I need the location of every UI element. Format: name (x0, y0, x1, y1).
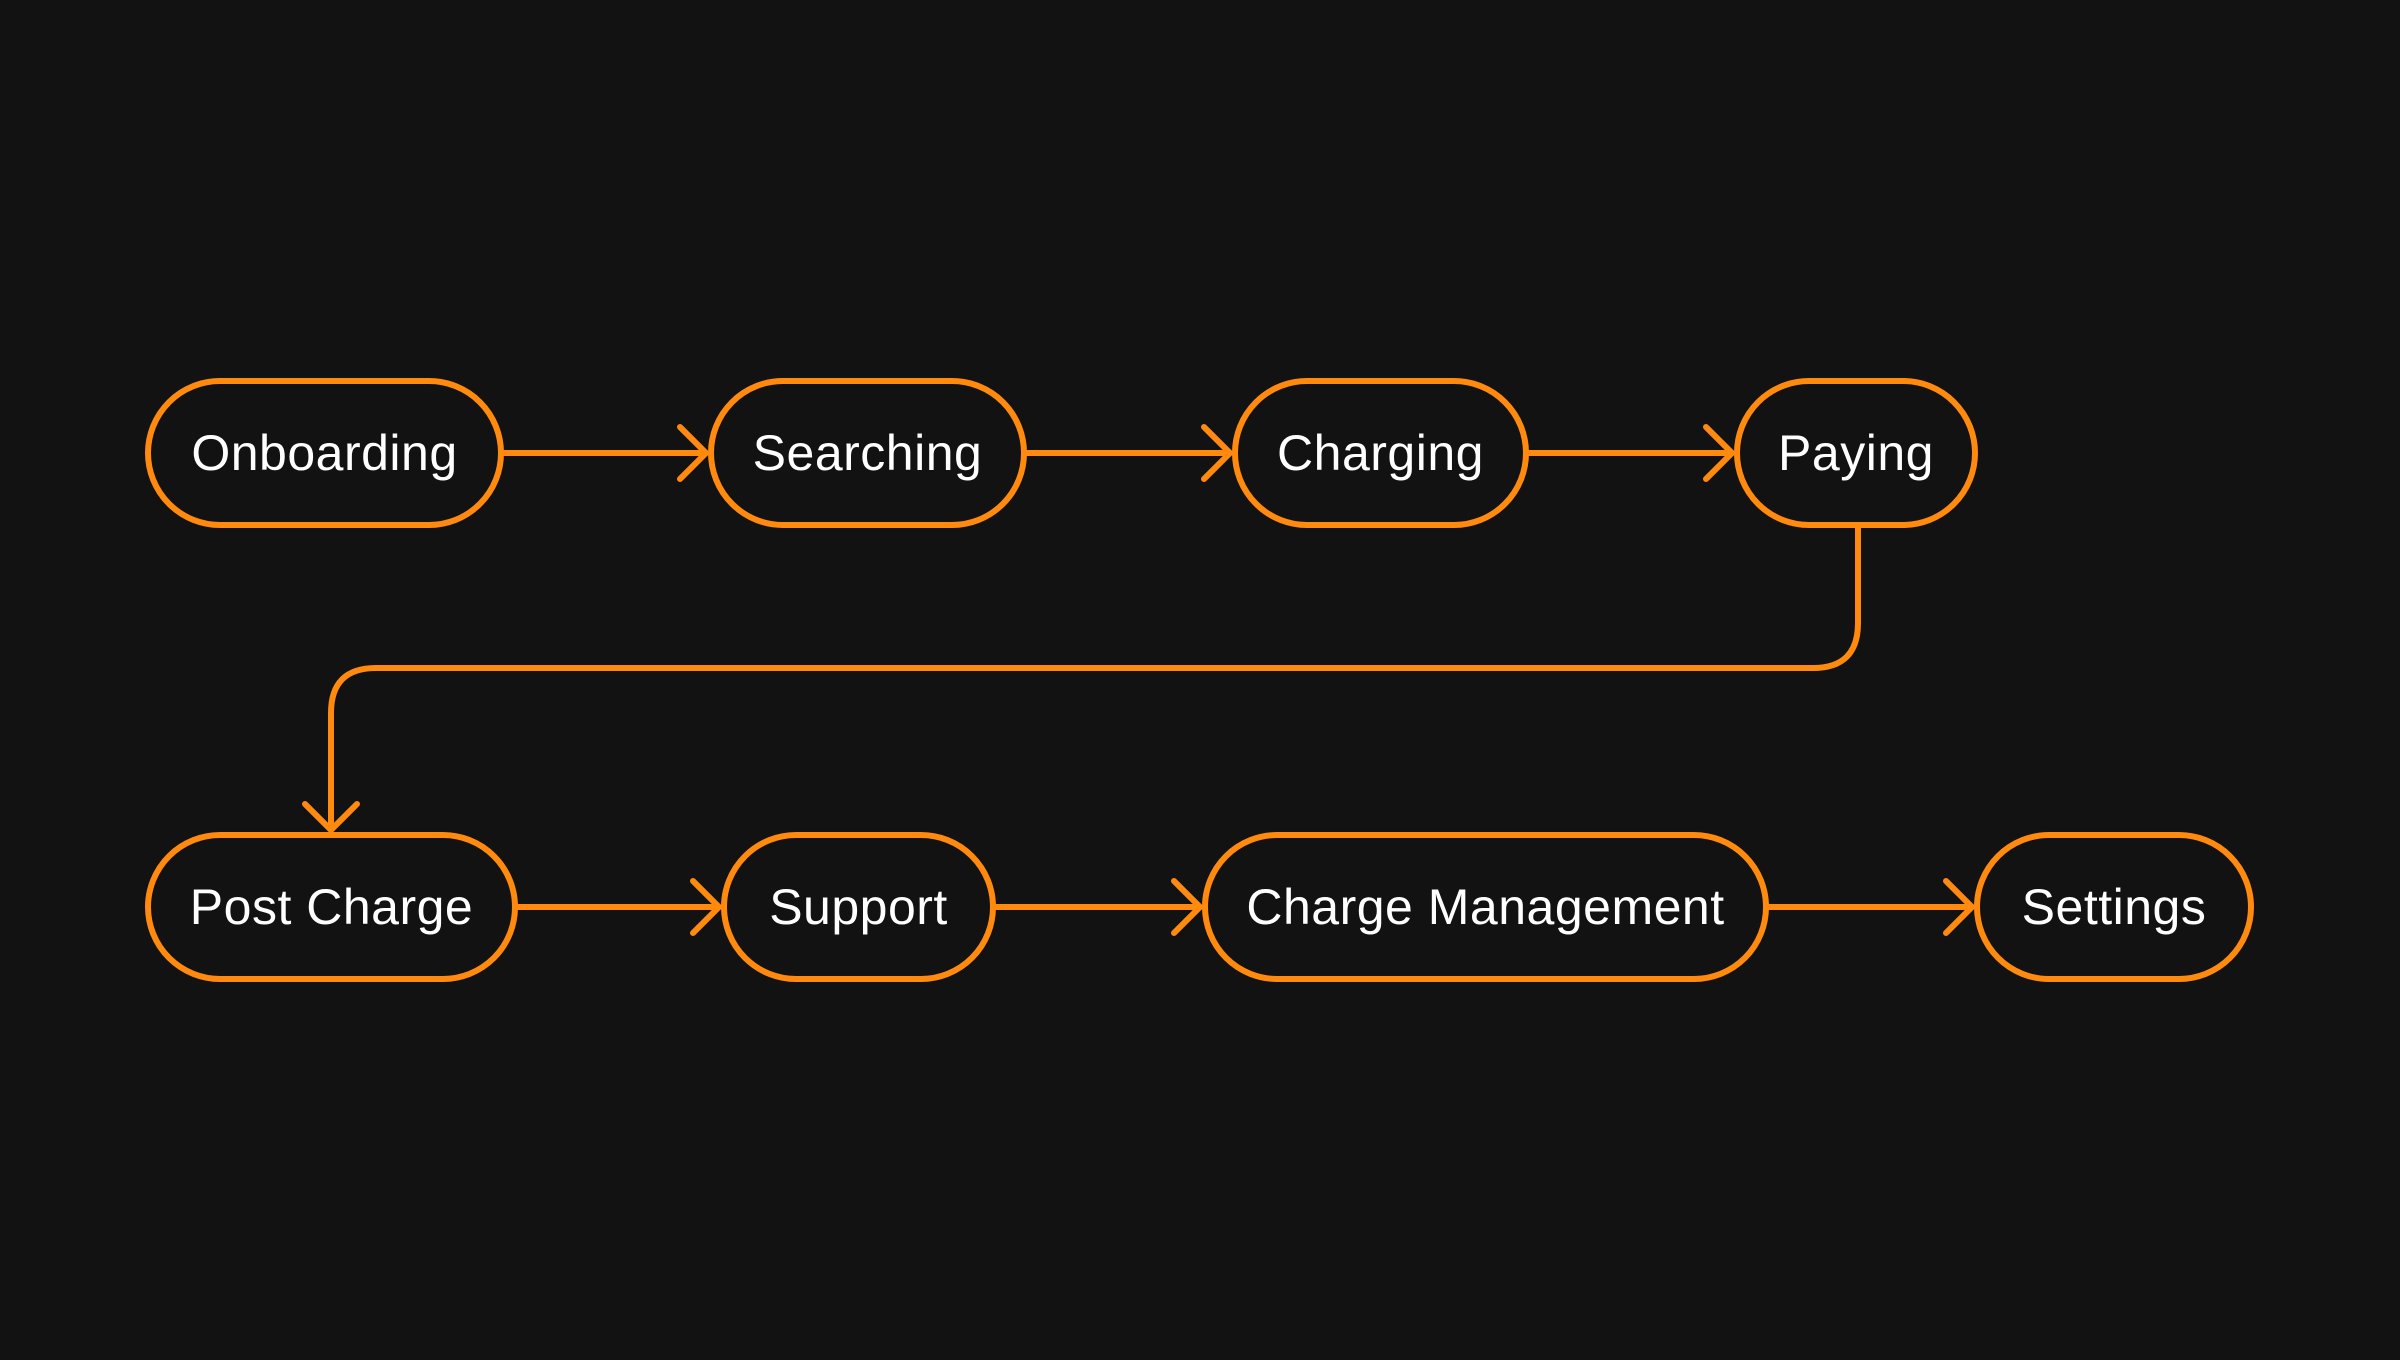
edge-onboarding-searching (501, 424, 709, 482)
edge-charging-paying (1526, 424, 1735, 482)
node-charge-management: Charge Management (1202, 832, 1769, 982)
node-onboarding: Onboarding (145, 378, 504, 528)
edge-searching-charging (1024, 424, 1233, 482)
node-label-searching: Searching (752, 425, 983, 481)
node-charging: Charging (1232, 378, 1529, 528)
edge-support-charge-management (993, 878, 1203, 936)
node-label-settings: Settings (2021, 879, 2207, 935)
node-label-charge-management: Charge Management (1246, 879, 1725, 935)
node-label-paying: Paying (1778, 425, 1934, 481)
node-label-charging: Charging (1277, 425, 1484, 481)
node-support: Support (721, 832, 996, 982)
node-searching: Searching (708, 378, 1027, 528)
node-label-post-charge: Post Charge (189, 879, 474, 935)
node-paying: Paying (1734, 378, 1978, 528)
edge-post-charge-support (515, 878, 722, 936)
edge-paying-post-charge (302, 525, 1861, 833)
node-label-support: Support (769, 879, 948, 935)
node-post-charge: Post Charge (145, 832, 518, 982)
node-settings: Settings (1974, 832, 2254, 982)
edge-charge-management-settings (1766, 878, 1975, 936)
node-label-onboarding: Onboarding (191, 425, 458, 481)
